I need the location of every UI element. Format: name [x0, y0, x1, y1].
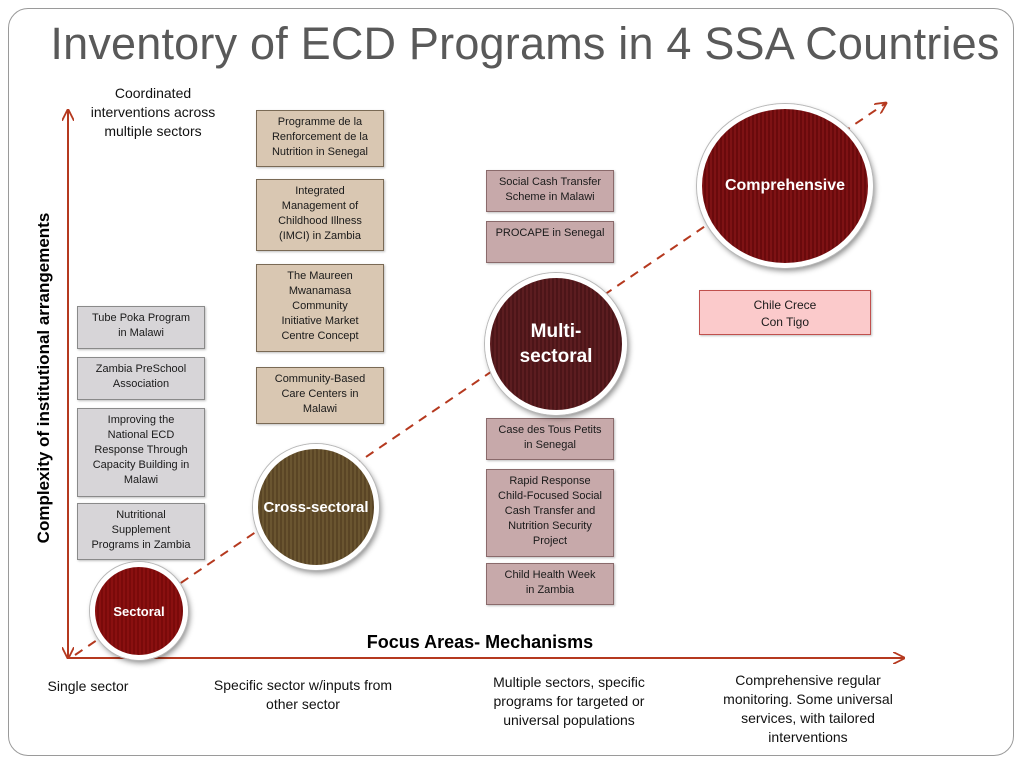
program-box-multi-sectoral: Case des Tous Petits in Senegal — [486, 418, 614, 460]
x-note-specific-sector: Specific sector w/inputs from other sect… — [213, 677, 393, 712]
page-title: Inventory of ECD Programs in 4 SSA Count… — [50, 18, 1000, 69]
program-box-comprehensive: Chile Crece Con Tigo — [699, 290, 871, 335]
program-box-multi-sectoral: PROCAPE in Senegal — [486, 221, 614, 263]
stage-circle-multi-sectoral: Multi- sectoral — [485, 273, 627, 415]
program-box-sectoral: Tube Poka Program in Malawi — [77, 306, 205, 349]
stage-circle-sectoral: Sectoral — [90, 562, 188, 660]
program-box-multi-sectoral: Social Cash Transfer Scheme in Malawi — [486, 170, 614, 212]
x-note-comprehensive: Comprehensive regular monitoring. Some u… — [723, 672, 893, 745]
y-axis-label: Complexity of institutional arrangements — [34, 212, 53, 544]
stage-circle-comprehensive: Comprehensive — [697, 104, 873, 268]
program-box-sectoral: Zambia PreSchool Association — [77, 357, 205, 400]
program-box-cross-sectoral: Programme de la Renforcement de la Nutri… — [256, 110, 384, 167]
x-note-single-sector: Single sector — [47, 678, 129, 694]
y-top-note: Coordinated interventions across multipl… — [90, 85, 216, 139]
program-box-cross-sectoral: Integrated Management of Childhood Illne… — [256, 179, 384, 251]
program-box-multi-sectoral: Rapid Response Child-Focused Social Cash… — [486, 469, 614, 557]
stage-circle-cross-sectoral: Cross-sectoral — [253, 444, 379, 570]
x-axis-label: Focus Areas- Mechanisms — [366, 632, 594, 652]
x-note-multiple-sectors: Multiple sectors, specific programs for … — [493, 674, 645, 728]
program-box-cross-sectoral: Community-Based Care Centers in Malawi — [256, 367, 384, 424]
slide-frame — [8, 8, 1014, 756]
program-box-multi-sectoral: Child Health Week in Zambia — [486, 563, 614, 605]
program-box-cross-sectoral: The Maureen Mwanamasa Community Initiati… — [256, 264, 384, 352]
program-box-sectoral: Nutritional Supplement Programs in Zambi… — [77, 503, 205, 560]
program-box-sectoral: Improving the National ECD Response Thro… — [77, 408, 205, 497]
